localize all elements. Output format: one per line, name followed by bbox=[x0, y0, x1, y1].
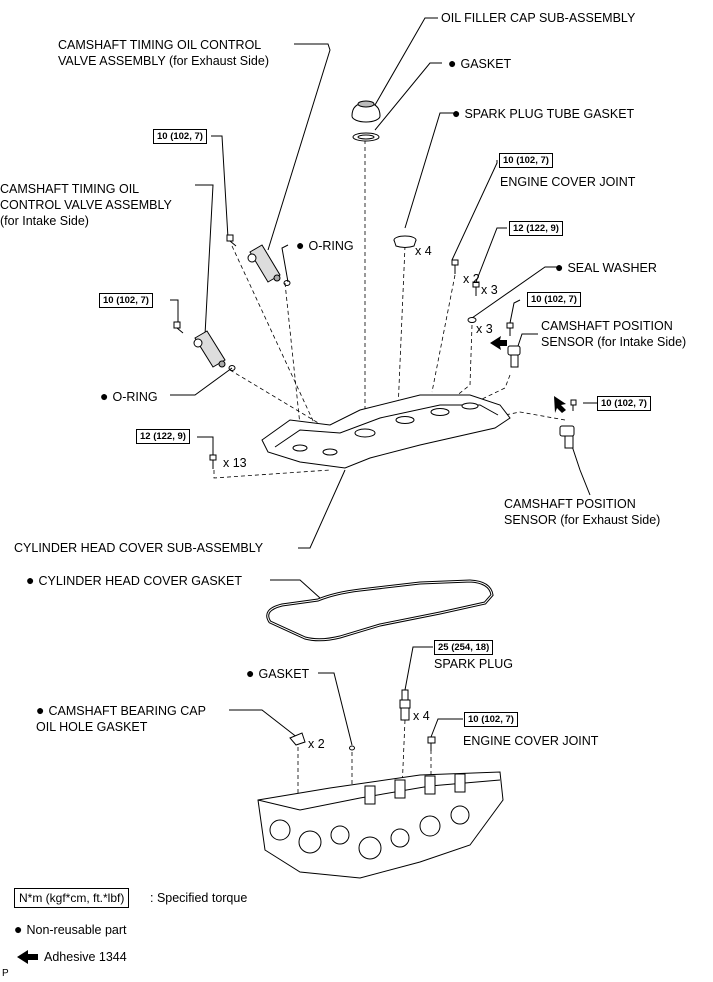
legend-torque-format: N*m (kgf*cm, ft.*lbf) bbox=[14, 888, 130, 908]
label-engine-cover-joint-bottom: ENGINE COVER JOINT bbox=[463, 734, 599, 748]
count-label: x 4 bbox=[415, 244, 432, 258]
bolt-icon bbox=[570, 399, 577, 406]
label-cam-bearing-cap-gasket: CAMSHAFT BEARING CAP OIL HOLE GASKET bbox=[36, 702, 206, 735]
spark-plug-icon bbox=[399, 689, 411, 721]
label-cyl-head-cover-gasket: CYLINDER HEAD COVER GASKET bbox=[26, 572, 242, 589]
leader-gasket-top bbox=[374, 62, 442, 131]
label-spark-plug: SPARK PLUG bbox=[434, 657, 513, 671]
label-o-ring-lower: O-RING bbox=[100, 388, 157, 405]
label-o-ring-upper: O-RING bbox=[296, 237, 353, 254]
leader-gasket-lower bbox=[318, 672, 353, 746]
label-ocv-intake: CAMSHAFT TIMING OIL CONTROL VALVE ASSEMB… bbox=[0, 182, 172, 228]
cmp-exhaust-sensor-icon bbox=[559, 425, 575, 449]
legend-torque-desc: : Specified torque bbox=[150, 891, 248, 905]
torque-box: 10 (102, 7) bbox=[499, 153, 553, 168]
leader-spark-tube-gasket bbox=[404, 112, 455, 229]
torque-box: 12 (122, 9) bbox=[136, 429, 190, 444]
adhesive-legend-arrow-icon bbox=[17, 950, 38, 964]
label-gasket-top: GASKET bbox=[448, 55, 511, 72]
legend-adhesive: Adhesive 1344 bbox=[44, 950, 127, 964]
torque-box: 10 (102, 7) bbox=[464, 712, 518, 727]
count-label: x 13 bbox=[223, 456, 247, 470]
leader-cyl-head-cover bbox=[298, 469, 346, 549]
ocv-intake-icon bbox=[193, 330, 226, 368]
bolt-icon bbox=[451, 259, 459, 266]
bolt-icon bbox=[173, 321, 181, 329]
torque-box: 10 (102, 7) bbox=[99, 293, 153, 308]
torque-box: 10 (102, 7) bbox=[527, 292, 581, 307]
bolt-icon bbox=[209, 454, 217, 461]
adhesive-arrow-icon bbox=[490, 336, 507, 350]
o-ring-lower-icon bbox=[228, 365, 236, 371]
label-cyl-head-cover: CYLINDER HEAD COVER SUB-ASSEMBLY bbox=[14, 541, 264, 555]
seal-washer-icon bbox=[467, 317, 477, 323]
leader-cover-gasket bbox=[270, 579, 321, 599]
ocv-exhaust-icon bbox=[247, 244, 281, 283]
engine-cover-joint-bolt-icon bbox=[427, 736, 436, 751]
torque-box: 25 (254, 18) bbox=[434, 640, 494, 655]
cam-cap-gasket-icon bbox=[289, 732, 306, 746]
leader-oring-lower bbox=[170, 367, 233, 396]
torque-box: 10 (102, 7) bbox=[597, 396, 651, 411]
label-engine-cover-joint-top: ENGINE COVER JOINT bbox=[500, 175, 636, 189]
leader-oil-filler-cap bbox=[374, 17, 438, 106]
label-cmp-intake: CAMSHAFT POSITION SENSOR (for Intake Sid… bbox=[541, 319, 687, 349]
gasket-lower-icon bbox=[349, 745, 355, 751]
leader-seal-washer bbox=[471, 266, 557, 319]
cylinder-head-cover-gasket-icon bbox=[266, 579, 494, 642]
count-label: x 3 bbox=[481, 283, 498, 297]
cylinder-head-cover-icon bbox=[261, 394, 511, 469]
o-ring-upper-icon bbox=[283, 280, 291, 286]
label-cmp-exhaust: CAMSHAFT POSITION SENSOR (for Exhaust Si… bbox=[504, 497, 661, 527]
count-label: x 2 bbox=[308, 737, 325, 751]
label-gasket-lower: GASKET bbox=[246, 665, 309, 682]
cmp-intake-sensor-icon bbox=[507, 345, 521, 368]
bolt-icon bbox=[506, 322, 514, 329]
count-label: x 2 bbox=[463, 272, 480, 286]
leader-ocv-exhaust bbox=[267, 43, 331, 251]
leader-cam-cap-gasket bbox=[229, 709, 299, 739]
torque-box: 10 (102, 7) bbox=[153, 129, 207, 144]
label-ocv-exhaust: CAMSHAFT TIMING OIL CONTROL VALVE ASSEMB… bbox=[58, 38, 269, 68]
count-label: x 3 bbox=[476, 322, 493, 336]
adhesive-arrow-icon bbox=[554, 396, 566, 413]
torque-box: 12 (122, 9) bbox=[509, 221, 563, 236]
spark-plug-tube-gasket-icon bbox=[393, 235, 417, 248]
cylinder-head-icon bbox=[257, 771, 504, 879]
legend-non-reusable: Non-reusable part bbox=[14, 921, 126, 938]
label-seal-washer: SEAL WASHER bbox=[555, 259, 656, 276]
label-oil-filler-cap: OIL FILLER CAP SUB-ASSEMBLY bbox=[441, 11, 636, 25]
leader-cmp-exhaust bbox=[569, 439, 591, 496]
count-label: x 4 bbox=[413, 709, 430, 723]
bolt-icon bbox=[226, 234, 234, 242]
label-spark-plug-tube-gasket: SPARK PLUG TUBE GASKET bbox=[452, 105, 634, 122]
leader-ocv-intake bbox=[195, 184, 214, 336]
page-code: P bbox=[2, 968, 9, 979]
oil-filler-cap-icon bbox=[351, 100, 381, 142]
leader-oring-upper bbox=[281, 244, 289, 283]
